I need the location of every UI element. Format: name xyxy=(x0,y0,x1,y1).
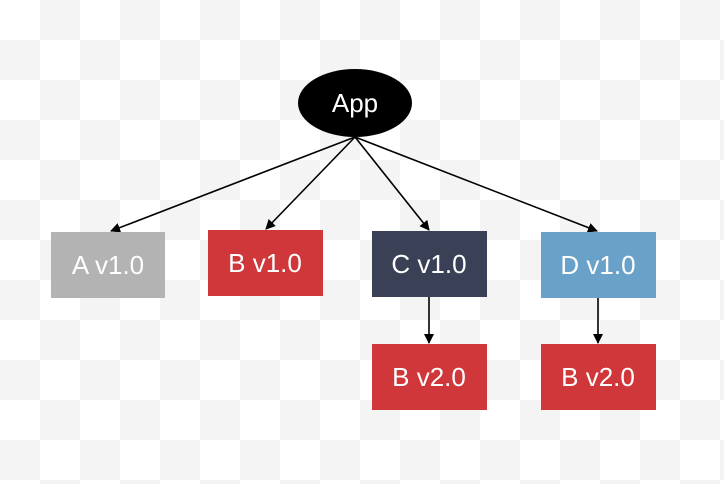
node-app-label: App xyxy=(332,88,378,118)
edge-app-to-c-v1 xyxy=(354,136,430,231)
node-app-shape xyxy=(298,69,412,137)
node-b-v2-under-d[interactable]: B v2.0 xyxy=(541,344,656,410)
node-b-v1-shape xyxy=(208,230,323,296)
node-b-v2-under-c-label: B v2.0 xyxy=(392,362,466,392)
node-c-v1[interactable]: C v1.0 xyxy=(372,231,487,297)
node-c-v1-shape xyxy=(372,231,487,297)
node-b-v2-under-d-shape xyxy=(541,344,656,410)
node-app[interactable]: App xyxy=(298,69,412,137)
node-a-v1[interactable]: A v1.0 xyxy=(51,232,165,298)
node-b-v2-under-c-shape xyxy=(372,344,487,410)
node-d-v1-shape xyxy=(541,232,656,298)
node-b-v2-under-c[interactable]: B v2.0 xyxy=(372,344,487,410)
node-d-v1-label: D v1.0 xyxy=(560,250,635,280)
edges xyxy=(110,136,603,344)
edge-app-to-a-v1 xyxy=(110,136,356,233)
node-c-v1-label: C v1.0 xyxy=(391,249,466,279)
node-d-v1[interactable]: D v1.0 xyxy=(541,232,656,298)
node-b-v1[interactable]: B v1.0 xyxy=(208,230,323,296)
node-b-v1-label: B v1.0 xyxy=(228,248,302,278)
edge-app-to-d-v1 xyxy=(354,136,598,233)
node-a-v1-shape xyxy=(51,232,165,298)
edge-app-to-b-v1 xyxy=(265,136,356,230)
node-a-v1-label: A v1.0 xyxy=(72,250,144,280)
node-b-v2-under-d-label: B v2.0 xyxy=(561,362,635,392)
